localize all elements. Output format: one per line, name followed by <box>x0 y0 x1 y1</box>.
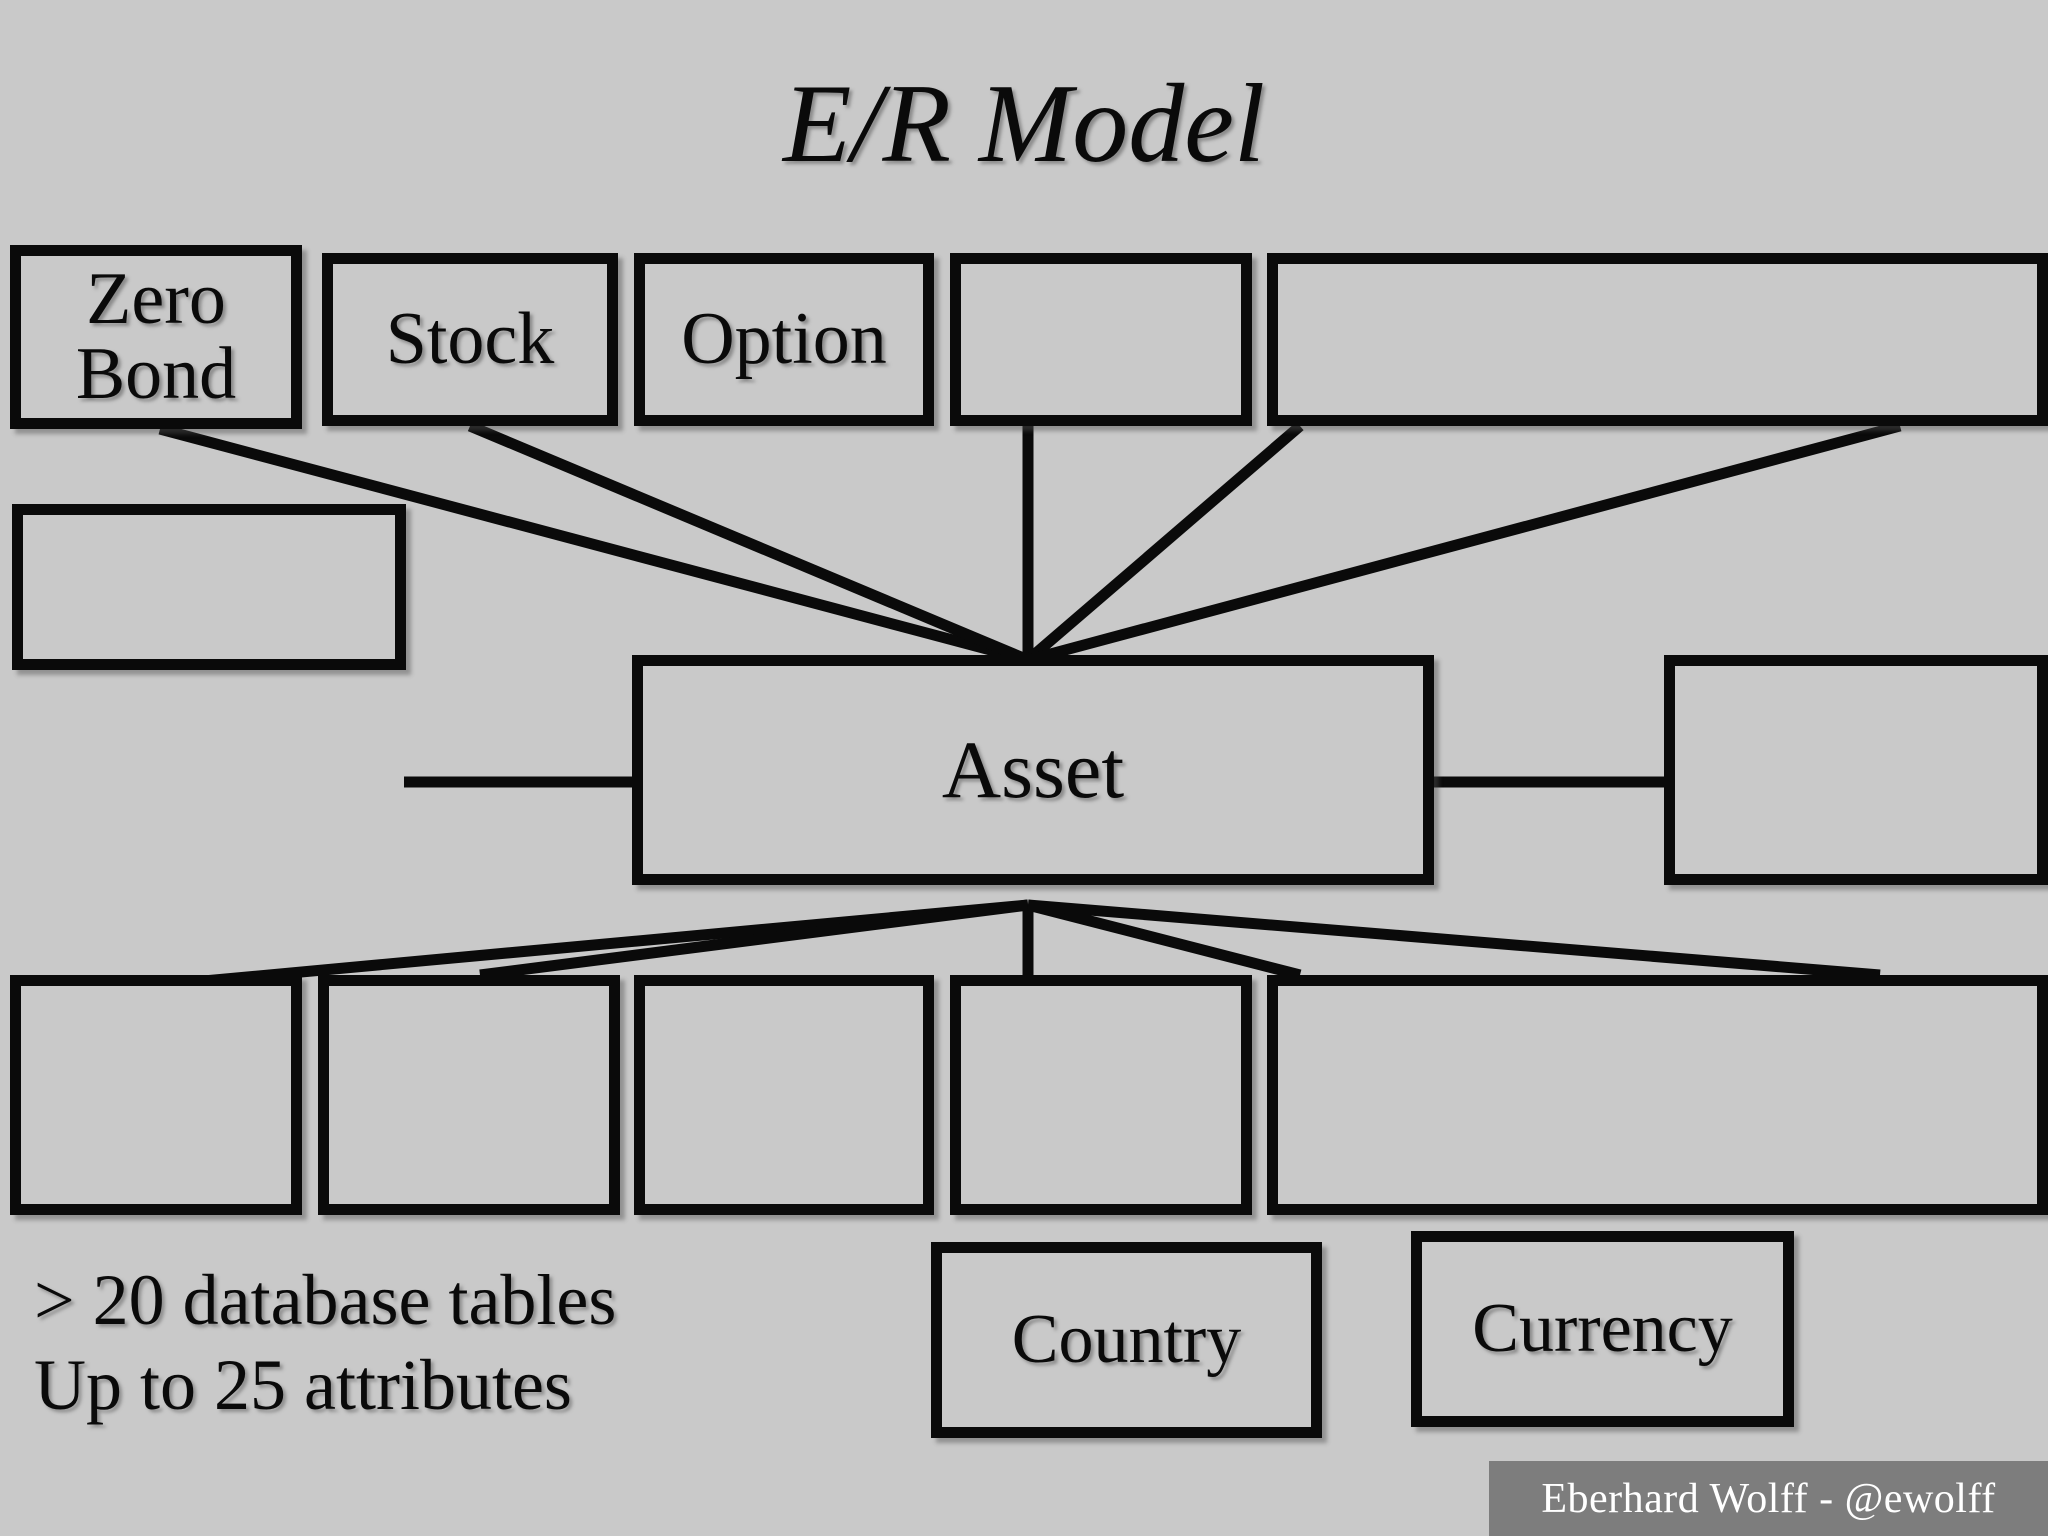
entity-box-stock[interactable]: Stock <box>322 253 618 426</box>
entity-label: Option <box>681 297 887 380</box>
entity-label: Zero Bond <box>75 257 237 415</box>
entity-box-bottom-1[interactable] <box>10 975 302 1215</box>
entity-box-top-4[interactable] <box>950 253 1252 426</box>
footer-credit: Eberhard Wolff - @ewolff <box>1489 1461 2048 1536</box>
link-box4-asset <box>1024 421 1304 665</box>
entity-label: Asset <box>941 724 1125 816</box>
entity-box-option[interactable]: Option <box>634 253 934 426</box>
link-stock-asset <box>467 420 1031 666</box>
entity-box-top-5[interactable] <box>1267 253 2048 426</box>
link-asset-bbox4 <box>1026 899 1302 981</box>
page-title: E/R Model <box>782 62 1266 186</box>
entity-box-mid-left[interactable] <box>12 504 406 670</box>
entity-box-bottom-2[interactable] <box>318 975 620 1215</box>
link-asset-bbox2 <box>479 899 1029 981</box>
entity-box-currency[interactable]: Currency <box>1411 1231 1794 1427</box>
entity-label: Country <box>1011 1301 1242 1379</box>
entity-label: Currency <box>1472 1290 1733 1368</box>
entity-label: Stock <box>385 297 555 380</box>
link-asset-bbox5 <box>1027 899 1881 981</box>
entity-box-bottom-4[interactable] <box>950 975 1252 1215</box>
link-asset-bbox1 <box>159 899 1029 991</box>
entity-box-asset[interactable]: Asset <box>632 655 1434 885</box>
link-box5-asset <box>1026 420 1902 666</box>
notes-text: > 20 database tables Up to 25 attributes <box>34 1260 617 1425</box>
entity-box-zero-bond[interactable]: Zero Bond <box>10 245 302 429</box>
entity-box-bottom-3[interactable] <box>634 975 934 1215</box>
entity-box-country[interactable]: Country <box>931 1242 1322 1438</box>
entity-box-mid-right[interactable] <box>1664 655 2048 885</box>
entity-box-bottom-5[interactable] <box>1267 975 2048 1215</box>
